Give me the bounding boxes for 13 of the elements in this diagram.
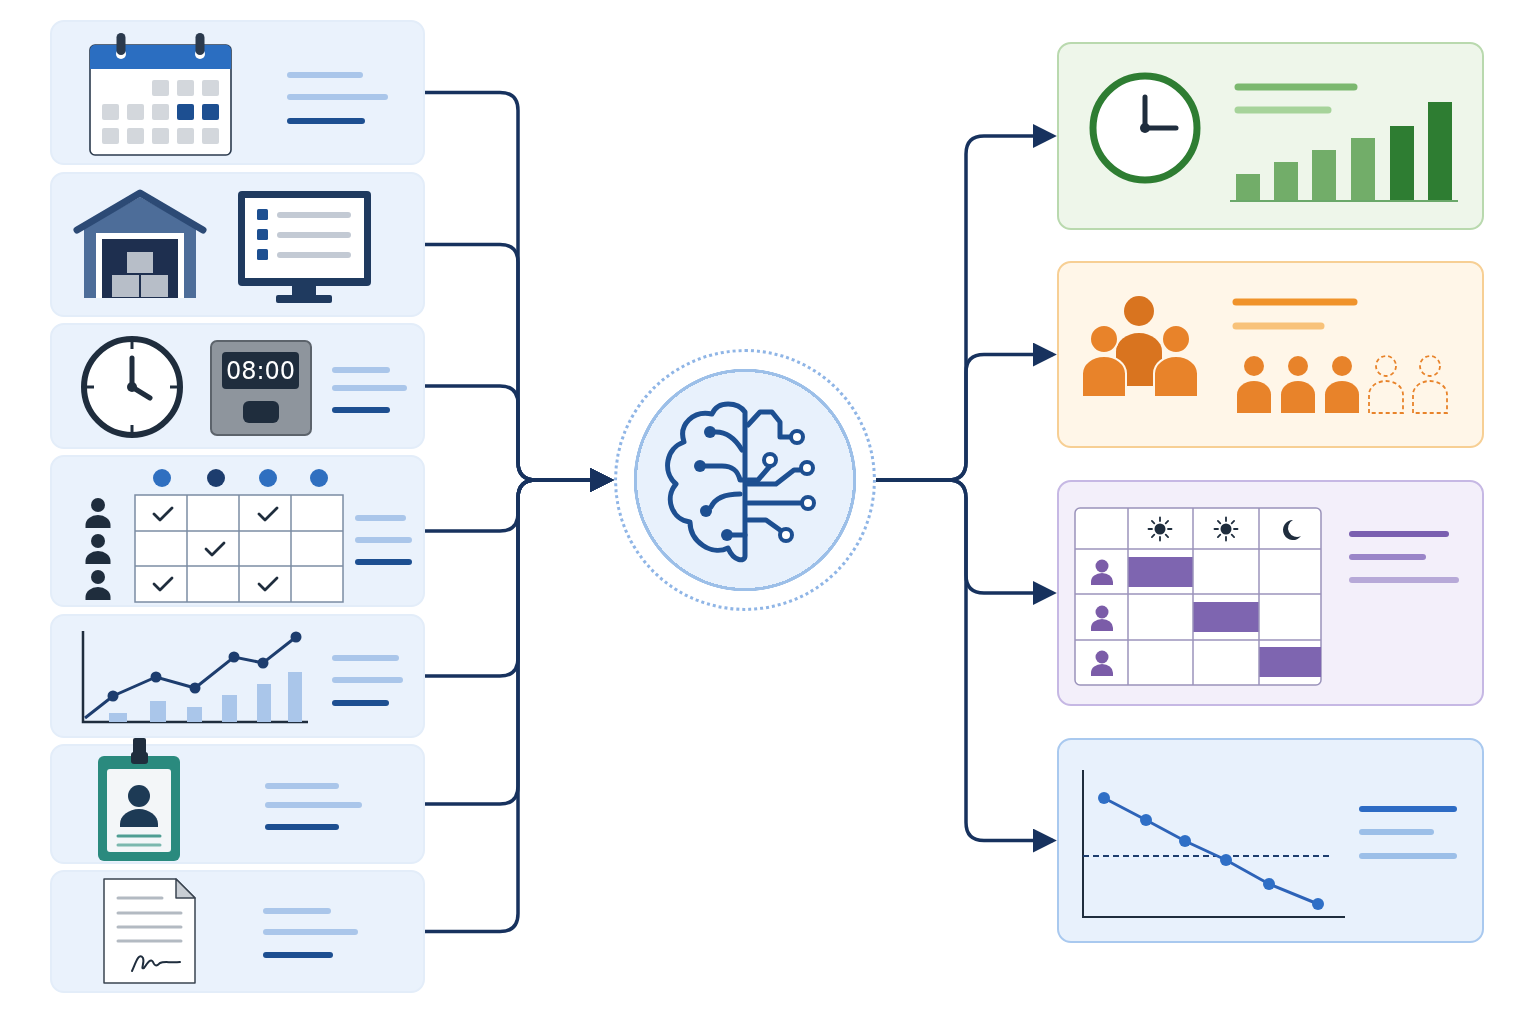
card-panel bbox=[1057, 480, 1484, 706]
card-panel bbox=[1057, 42, 1484, 230]
connector-arrow bbox=[425, 468, 614, 934]
card-panel bbox=[1057, 738, 1484, 943]
time-display-text: 08:00 bbox=[225, 359, 296, 383]
card-panel bbox=[50, 323, 425, 449]
card-panel bbox=[50, 870, 425, 993]
card-panel bbox=[50, 172, 425, 317]
card-panel bbox=[50, 614, 425, 738]
card-panel bbox=[50, 455, 425, 607]
card-panel bbox=[1057, 261, 1484, 448]
connector-arrow bbox=[876, 478, 1057, 853]
card-panel bbox=[50, 20, 425, 165]
